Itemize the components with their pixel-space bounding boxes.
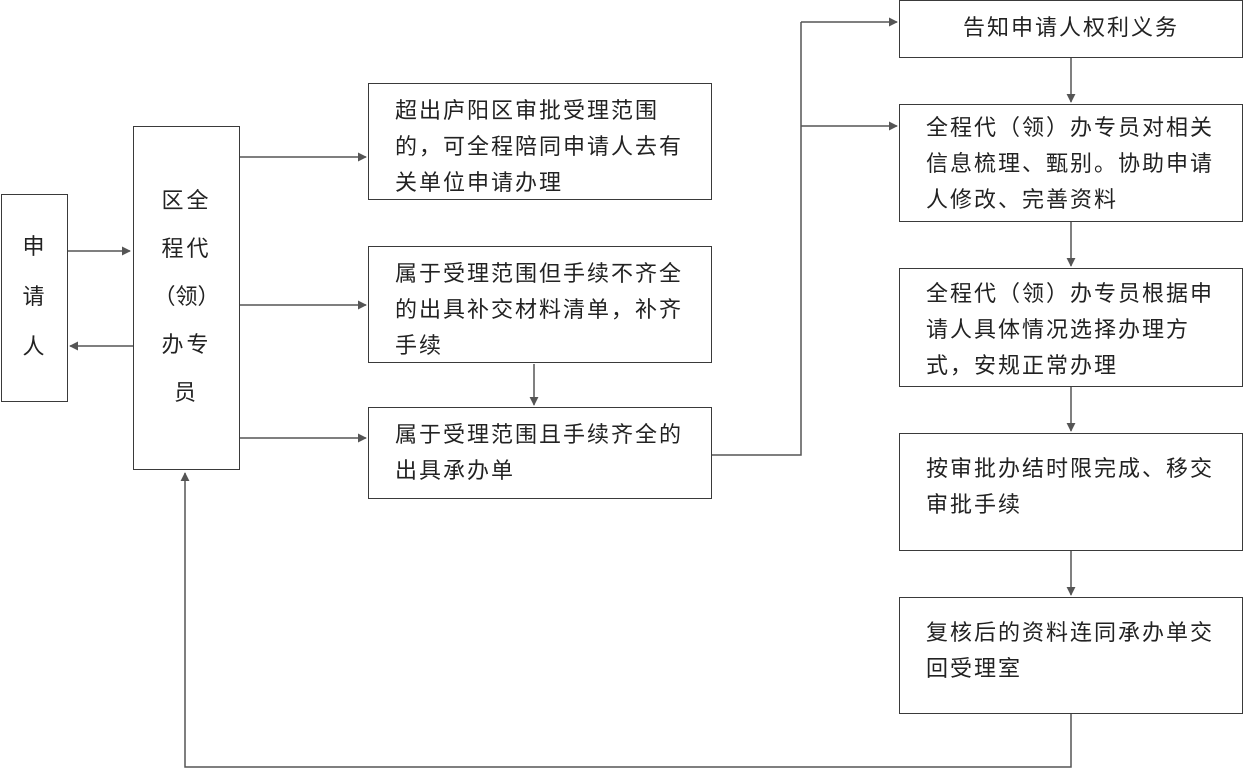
complete-box: 属于受理范围且手续齐全的出具承办单: [368, 407, 712, 499]
incomplete-box: 属于受理范围但手续不齐全的出具补交材料清单，补齐手续: [368, 246, 712, 363]
out-of-scope-text: 超出庐阳区审批受理范围的，可全程陪同申请人去有关单位申请办理: [395, 99, 684, 196]
choose-text: 全程代（领）办专员根据申请人具体情况选择办理方式，安规正常办理: [926, 282, 1215, 379]
incomplete-text: 属于受理范围但手续不齐全的出具补交材料清单，补齐手续: [395, 262, 684, 359]
complete-text: 属于受理范围且手续齐全的出具承办单: [395, 423, 684, 484]
connector-complete-to-branch: [712, 22, 802, 456]
inform-text: 告知申请人权利义务: [962, 16, 1179, 41]
agent-box: 区全 程代 （领） 办专 员: [133, 126, 240, 470]
agent-line: （领）: [153, 285, 220, 310]
return-box: 复核后的资料连同承办单交回受理室: [899, 597, 1243, 714]
applicant-line: 人: [22, 335, 47, 360]
applicant-line: 请: [22, 285, 47, 310]
out-of-scope-box: 超出庐阳区审批受理范围的，可全程陪同申请人去有关单位申请办理: [368, 83, 712, 200]
finish-text: 按审批办结时限完成、移交审批手续: [926, 457, 1215, 518]
applicant-box: 申 请 人: [1, 194, 68, 402]
arrow-return-to-agent: [180, 472, 1072, 768]
return-text: 复核后的资料连同承办单交回受理室: [926, 621, 1215, 682]
agent-line: 员: [173, 381, 199, 406]
applicant-line: 申: [22, 235, 47, 260]
choose-box: 全程代（领）办专员根据申请人具体情况选择办理方式，安规正常办理: [899, 268, 1243, 387]
review-text: 全程代（领）办专员对相关信息梳理、甄别。协助申请人修改、完善资料: [926, 116, 1215, 213]
review-box: 全程代（领）办专员对相关信息梳理、甄别。协助申请人修改、完善资料: [899, 104, 1243, 222]
inform-box: 告知申请人权利义务: [899, 0, 1243, 58]
agent-line: 程代: [161, 237, 212, 262]
agent-line: 办专: [161, 333, 212, 358]
finish-box: 按审批办结时限完成、移交审批手续: [899, 433, 1243, 551]
agent-line: 区全: [161, 189, 212, 214]
